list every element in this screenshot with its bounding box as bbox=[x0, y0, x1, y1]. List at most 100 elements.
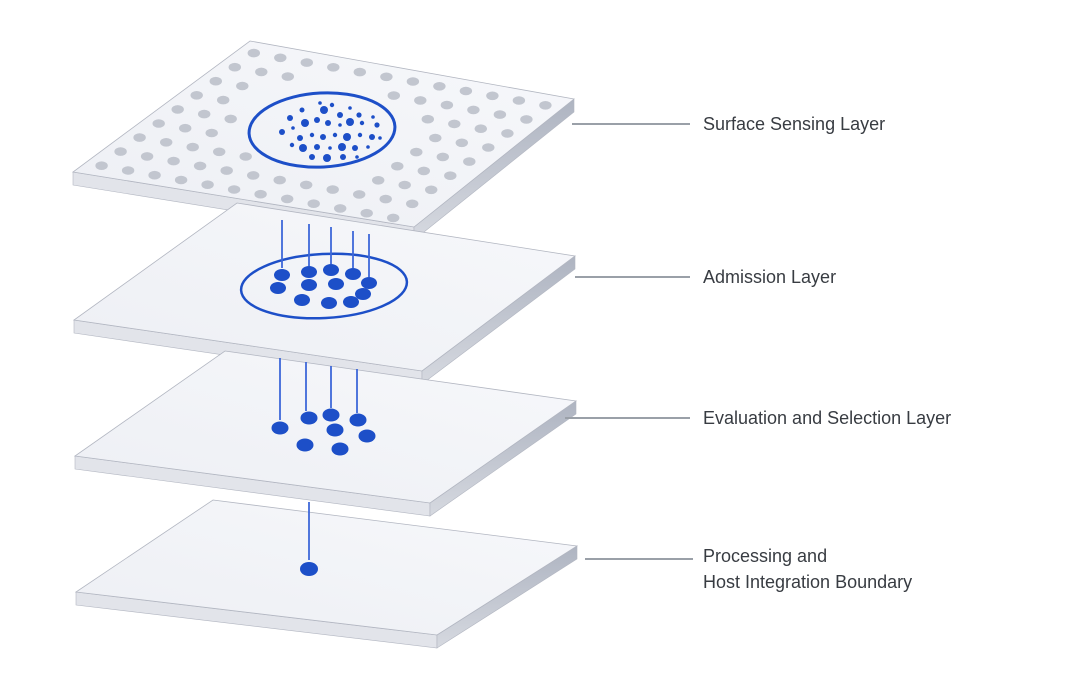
gray-sensor-dot bbox=[160, 138, 173, 147]
signal-dot bbox=[348, 106, 352, 110]
signal-dot bbox=[287, 115, 293, 121]
gray-sensor-dot bbox=[372, 176, 385, 185]
signal-dot bbox=[297, 135, 303, 141]
blue-dot bbox=[323, 264, 339, 276]
signal-dot bbox=[346, 118, 354, 126]
gray-sensor-dot bbox=[353, 67, 366, 77]
gray-sensor-dot bbox=[520, 115, 533, 124]
gray-sensor-dot bbox=[224, 114, 237, 124]
signal-dot bbox=[328, 146, 332, 150]
blue-dot bbox=[326, 423, 344, 437]
signal-dot bbox=[309, 132, 315, 138]
leader-line-evaluation bbox=[565, 417, 690, 419]
gray-sensor-dot bbox=[236, 81, 249, 91]
signal-dot bbox=[318, 101, 322, 105]
layer-label-text: Admission Layer bbox=[703, 267, 837, 287]
blue-dot bbox=[331, 442, 349, 456]
gray-sensor-dot bbox=[486, 91, 499, 101]
selection-ring bbox=[247, 91, 397, 169]
admitted-dots bbox=[270, 264, 377, 309]
signal-dot bbox=[357, 132, 363, 138]
blue-dot bbox=[361, 277, 377, 289]
gray-sensor-dot bbox=[273, 175, 286, 185]
signal-dot bbox=[314, 144, 320, 150]
slab-layer-2 bbox=[72, 202, 576, 385]
gray-sensor-dot bbox=[391, 161, 404, 171]
gray-sensor-dot bbox=[114, 147, 127, 156]
gray-sensor-dot bbox=[467, 105, 480, 115]
gray-sensor-dot bbox=[440, 100, 454, 110]
signal-dot bbox=[352, 145, 358, 151]
gray-sensor-dot bbox=[307, 199, 320, 208]
gray-sensor-dot bbox=[398, 180, 411, 190]
gray-sensor-dot bbox=[209, 76, 222, 86]
blue-dot bbox=[345, 268, 361, 280]
gray-sensor-dot bbox=[353, 190, 366, 199]
gray-sensor-dot bbox=[198, 109, 211, 119]
gray-sensor-dot bbox=[459, 86, 473, 96]
slab-layer-3 bbox=[73, 350, 578, 517]
signal-dot bbox=[366, 145, 370, 149]
gray-sensor-dot bbox=[539, 101, 552, 110]
gray-sensor-dot bbox=[174, 175, 188, 185]
blue-dot bbox=[349, 413, 367, 427]
slab-top-face bbox=[73, 350, 578, 504]
slab-top-face bbox=[71, 40, 575, 228]
leader-line-admission bbox=[575, 276, 690, 278]
gray-sensor-dot bbox=[217, 95, 230, 105]
gray-sensor-dot bbox=[501, 129, 514, 138]
signal-dot bbox=[338, 143, 346, 151]
gray-sensor-dot bbox=[512, 96, 526, 105]
drop-lines bbox=[279, 358, 358, 420]
gray-sensor-dot bbox=[444, 171, 457, 180]
gray-sensor-dot bbox=[334, 204, 347, 213]
gray-sensor-dot bbox=[133, 133, 146, 142]
layer-label-processing: Processing and Host Integration Boundary bbox=[703, 543, 912, 595]
blue-dot bbox=[328, 278, 344, 290]
gray-sensor-dot bbox=[300, 58, 313, 67]
gray-sensor-dot bbox=[425, 185, 438, 195]
signal-dot bbox=[299, 107, 305, 113]
gray-sensor-dot bbox=[326, 185, 339, 194]
signal-dot bbox=[289, 142, 295, 148]
signal-dot bbox=[320, 134, 326, 140]
signal-dot bbox=[356, 112, 362, 118]
signal-dot bbox=[374, 122, 380, 128]
gray-sensor-dot bbox=[171, 105, 184, 114]
signal-dot bbox=[301, 119, 309, 127]
blue-dot bbox=[358, 429, 376, 443]
signal-dot bbox=[323, 154, 331, 162]
blue-dot bbox=[355, 288, 371, 300]
gray-sensor-dot bbox=[417, 166, 430, 176]
gray-dot-grid bbox=[95, 48, 552, 223]
selection-ring bbox=[239, 252, 409, 320]
slab-layer-4 bbox=[74, 499, 579, 649]
signal-dot bbox=[332, 132, 338, 138]
gray-sensor-dot bbox=[228, 62, 241, 72]
slab-top-face bbox=[72, 202, 576, 372]
gray-sensor-dot bbox=[281, 194, 294, 204]
signal-dot bbox=[378, 136, 382, 140]
gray-sensor-dot bbox=[380, 72, 393, 82]
gray-sensor-dot bbox=[387, 91, 400, 100]
layer-label-text: Surface Sensing Layer bbox=[703, 114, 886, 134]
layer-label-text-line2: Host Integration Boundary bbox=[703, 572, 913, 592]
gray-sensor-dot bbox=[493, 110, 507, 119]
blue-dot bbox=[296, 438, 314, 452]
admitted-dots bbox=[300, 562, 318, 576]
gray-sensor-dot bbox=[239, 152, 252, 161]
gray-sensor-dot bbox=[436, 152, 449, 162]
gray-sensor-dot bbox=[193, 161, 207, 171]
signal-dot bbox=[369, 134, 375, 140]
gray-sensor-dot bbox=[406, 199, 419, 209]
signal-dot bbox=[338, 123, 342, 127]
layer-label-text-line1: Processing and bbox=[703, 546, 828, 566]
gray-sensor-dot bbox=[205, 128, 218, 138]
gray-sensor-dot bbox=[186, 142, 199, 152]
blue-dot bbox=[321, 297, 337, 309]
gray-sensor-dot bbox=[274, 53, 287, 63]
signal-dot bbox=[320, 106, 328, 114]
blue-dot bbox=[301, 266, 317, 278]
gray-sensor-dot bbox=[463, 157, 476, 166]
